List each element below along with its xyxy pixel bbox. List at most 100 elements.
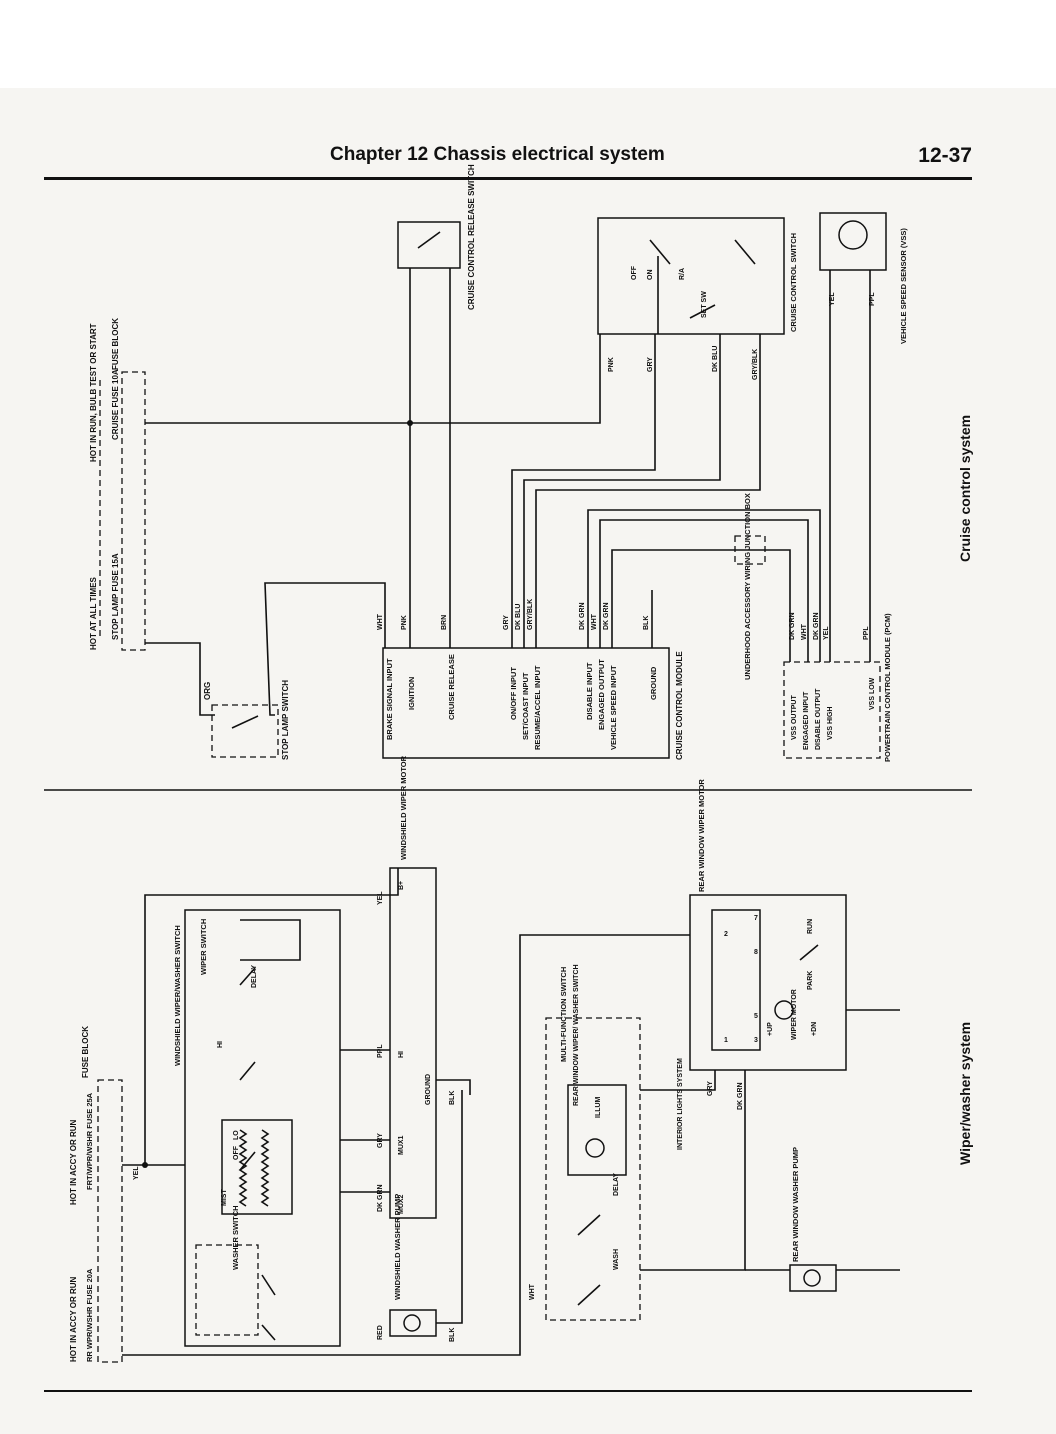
delay-contact: [577, 1214, 601, 1236]
page-header: Chapter 12 Chassis electrical system 12-…: [44, 138, 972, 180]
junction-box: [734, 535, 766, 565]
page-number: 12-37: [918, 144, 972, 167]
switch-off-label: OFF: [233, 1145, 240, 1160]
switch-lo-label: LO: [233, 1130, 240, 1140]
hot-run-label: HOT IN RUN, BULB TEST OR START: [89, 323, 98, 462]
stop-switch-label: STOP LAMP SWITCH: [281, 680, 290, 760]
rear-pump-label: REAR WINDOW WASHER PUMP: [791, 1147, 800, 1262]
resistor-ladder: [221, 1119, 293, 1215]
rear-run-label: RUN: [807, 919, 814, 934]
junction-label: UNDERHOOD ACCESSORY WIRING JUNCTION BOX: [743, 493, 752, 680]
pcm-wire-3: DK GRN: [813, 612, 820, 640]
switch-delay-label: DELAY: [251, 965, 258, 988]
multi-switch-label: MULTI-FUNCTION SWITCH: [559, 967, 568, 1062]
wiper-fuse-block: [97, 1079, 123, 1363]
wire-pnk: PNK: [401, 615, 408, 630]
switch-ra-label: R/A: [679, 268, 686, 280]
delay-resistor: [240, 919, 301, 961]
rear-dn-label: +DN: [811, 1022, 818, 1036]
chapter-title: Chapter 12 Chassis electrical system: [330, 144, 665, 165]
multi-function-switch: [545, 1017, 641, 1321]
release-switch-box: [397, 221, 461, 269]
switch-mist-label: MIST: [221, 1189, 228, 1206]
scanned-page: [0, 88, 1056, 1434]
pcm-wire-2: WHT: [801, 623, 808, 640]
wiper-motor-box: [389, 867, 437, 1219]
switch-contact-1: [649, 239, 671, 265]
rear-switch-label: REAR WINDOW WIPER/ WASHER SWITCH: [573, 964, 580, 1106]
pump-ground: [436, 1090, 463, 1324]
dk-grn-jb-wire: [760, 549, 791, 662]
rear-up-label: +UP: [767, 1022, 774, 1036]
stop-lamp-switch: [211, 704, 279, 758]
pcm-pin-vss-out: VSS OUTPUT: [791, 695, 798, 740]
washer-contact-2: [261, 1324, 276, 1341]
rear-pin-8: 8: [754, 949, 758, 956]
module-input-disable: DISABLE INPUT: [585, 662, 594, 720]
wht-engaged-wire: [599, 519, 809, 662]
wiper-washer-diagram: HOT IN ACCY OR RUN RR WPR/WSHR FUSE 20A …: [69, 755, 973, 1363]
rear-motor-label: REAR WINDOW WIPER MOTOR: [697, 779, 706, 892]
rr-feed-wire: [122, 934, 690, 1356]
park-run-contact: [799, 944, 819, 961]
wire-brn: BRN: [441, 615, 448, 630]
rear-motor-wiper-label: WIPER MOTOR: [791, 989, 798, 1040]
pump-motor-icon: [403, 1314, 421, 1332]
motor-pin-bplus: B+: [398, 881, 405, 890]
illum-box: [567, 1084, 627, 1176]
dk-grn-disable-wire: [587, 509, 821, 662]
module-input-onoff: ON/OFF INPUT: [509, 667, 518, 720]
control-switch-label: CRUISE CONTROL SWITCH: [789, 233, 798, 332]
vss-box: [819, 212, 887, 271]
gry-rear-wire: [640, 1070, 716, 1091]
wht-brake-wire: [264, 582, 386, 716]
pcm-wire-1: DK GRN: [789, 612, 796, 640]
rear-wiper-motor-box: [689, 894, 847, 1071]
module-input-ignition: IGNITION: [407, 677, 416, 710]
module-input-release: CRUISE RELEASE: [447, 654, 456, 720]
wire-wht-2: WHT: [591, 613, 598, 630]
rear-pump-icon: [803, 1269, 821, 1287]
vss-wire-ppl: PPL: [869, 292, 876, 306]
stop-switch-contact: [231, 715, 259, 729]
pcm-pin-vss-low: VSS LOW: [869, 677, 876, 710]
wiper-contact-2: [239, 1061, 256, 1081]
pump-label: WINDSHIELD WASHER PUMP: [393, 1194, 402, 1300]
hot-always-label: HOT AT ALL TIMES: [89, 576, 98, 650]
dk-blu-input-wire: [523, 382, 721, 648]
pcm-wire-4: YEL: [823, 626, 830, 640]
cruise-fuse-block-label: FUSE BLOCK: [111, 318, 120, 370]
bottom-rule: [44, 1390, 972, 1392]
switch-wire-blu: DK BLU: [712, 346, 719, 372]
motor-wire-blk: BLK: [449, 1091, 456, 1105]
vss-wire-yel: YEL: [829, 292, 836, 306]
switch-wire-pnk: PNK: [608, 357, 615, 372]
switch-set-label: SET SW: [701, 291, 708, 318]
wiper-contact-1: [239, 967, 256, 986]
vss-sensor-icon: [838, 220, 868, 250]
module-input-vss: VEHICLE SPEED INPUT: [609, 665, 618, 750]
ww-switch-frame: [184, 909, 341, 1347]
washer-pump-box: [389, 1309, 437, 1337]
motor-pin-mux2: MUX2: [398, 1194, 405, 1214]
rr-fuse-label: RR WPR/WSHR FUSE 20A: [85, 1268, 94, 1362]
pcm-pin-vss-high: VSS HIGH: [827, 707, 834, 740]
motor-ground: [436, 1079, 471, 1095]
rear-motor-inner: [711, 909, 761, 1051]
cruise-control-module-box: [382, 647, 670, 759]
org-wire: [145, 642, 215, 716]
gry-blk-input-wire: [535, 382, 761, 648]
module-input-ground: GROUND: [649, 666, 658, 700]
interior-label: INTERIOR LIGHTS SYSTEM: [677, 1058, 684, 1150]
header-rule: [44, 177, 972, 180]
module-input-brake: BRAKE SIGNAL INPUT: [385, 658, 394, 740]
dk-grn-rear-wire: [640, 1070, 746, 1271]
washer-contact: [261, 1274, 276, 1296]
washer-switch-label: WASHER SWITCH: [231, 1205, 240, 1270]
wire-dk-blu: DK BLU: [515, 604, 522, 630]
rear-pin-2: 2: [724, 931, 728, 938]
yel-feed-wire: [122, 868, 399, 1166]
module-input-engaged: ENGAGED OUTPUT: [597, 659, 606, 730]
cruise-fuse-label: CRUISE FUSE 10A: [111, 369, 120, 440]
